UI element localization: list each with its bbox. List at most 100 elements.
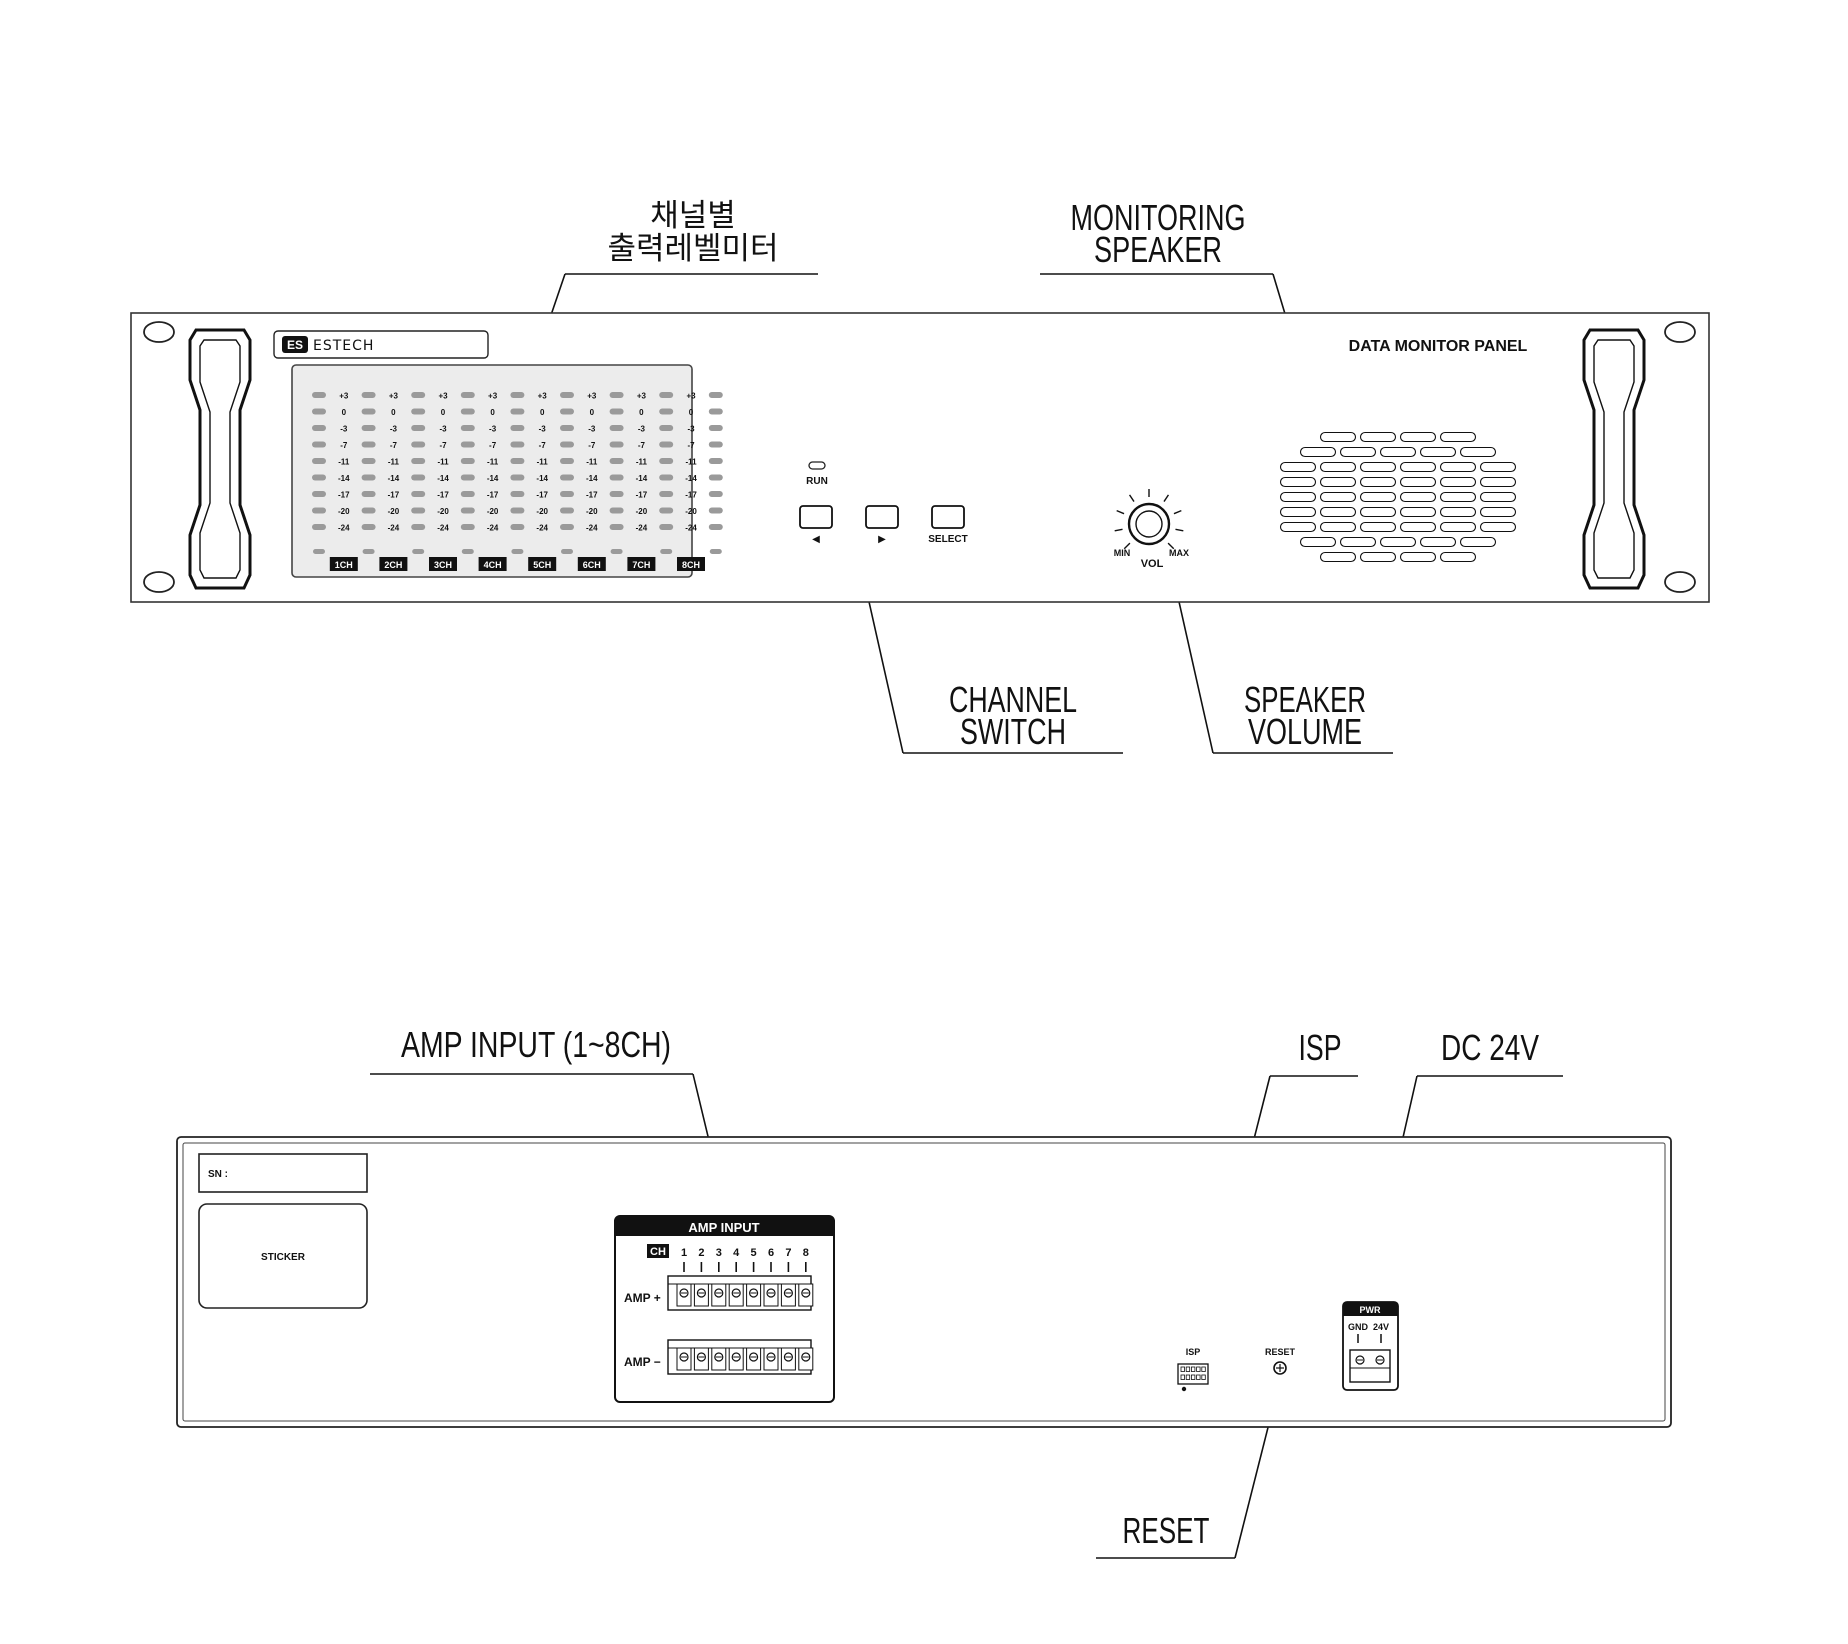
- meter-led: [312, 507, 326, 514]
- meter-led: [510, 474, 525, 481]
- meter-led: [510, 507, 525, 514]
- grille-slot: [1359, 491, 1397, 503]
- channel-tag: [478, 557, 507, 571]
- meter-led: [460, 408, 475, 415]
- grille-slot: [1479, 521, 1517, 533]
- grille-slot: [1479, 461, 1517, 473]
- isp-pin: [1196, 1366, 1201, 1372]
- grille-slot: [1399, 476, 1437, 488]
- meter-scale-label: -14: [685, 474, 697, 483]
- left-handle[interactable]: [188, 328, 252, 590]
- select-button[interactable]: [931, 505, 965, 529]
- mount-hole: [143, 571, 175, 593]
- reset-callout: RESET: [1123, 1510, 1210, 1551]
- grille-slot: [1439, 461, 1477, 473]
- meter-led: [659, 425, 674, 431]
- meter-scale-label: +3: [339, 392, 349, 401]
- volume-tick: [1175, 528, 1184, 532]
- amp-channel-number: 6: [768, 1247, 774, 1259]
- sticker-area: [198, 1203, 368, 1309]
- channel-tag-label: 5CH: [533, 560, 551, 570]
- grille-slot: [1399, 461, 1437, 473]
- meter-led: [560, 507, 574, 514]
- meter-scale-label: -7: [439, 441, 447, 450]
- isp-pin: [1185, 1366, 1191, 1372]
- meter-led: [708, 507, 723, 514]
- channel-indicator-led: [709, 549, 722, 554]
- channel-prev-button[interactable]: [799, 505, 833, 529]
- run-led: [808, 461, 826, 470]
- meter-led: [708, 474, 723, 481]
- meter-led: [312, 458, 326, 464]
- meter-led: [659, 408, 674, 415]
- grille-slot: [1399, 521, 1437, 533]
- meter-led: [560, 392, 574, 398]
- meter-scale-label: -24: [636, 524, 648, 533]
- meter-led: [411, 408, 426, 415]
- grille-slot: [1359, 431, 1397, 443]
- meter-led: [460, 474, 475, 481]
- meter-scale-label: -24: [338, 524, 350, 533]
- grille-slot: [1399, 506, 1437, 518]
- channel-tag: [577, 557, 606, 571]
- meter-led: [312, 392, 326, 398]
- isp-header-body[interactable]: [1177, 1363, 1209, 1385]
- pwr-title: PWR: [1360, 1305, 1381, 1315]
- isp-header[interactable]: [1177, 1363, 1209, 1385]
- meter-scale-label: 0: [639, 408, 644, 417]
- volume-tick: [1163, 494, 1170, 502]
- meter-led: [312, 474, 326, 481]
- volume-tick: [1116, 509, 1125, 515]
- meter-led: [312, 524, 326, 530]
- pwr-terminal[interactable]: [1349, 1349, 1391, 1383]
- meter-scale-label: -3: [390, 425, 398, 434]
- isp-label: ISP: [1186, 1347, 1201, 1357]
- volume-knob-cap: [1135, 510, 1163, 538]
- channel-indicator-led: [313, 549, 325, 554]
- meter-scale-label: -7: [489, 441, 497, 450]
- pwr-24v-label: 24V: [1373, 1322, 1389, 1332]
- meter-scale-label: -11: [487, 458, 499, 467]
- meter-scale-label: -20: [636, 507, 648, 516]
- grille-slot: [1319, 431, 1357, 443]
- channel-next-button[interactable]: [865, 505, 899, 529]
- isp-pin: [1180, 1374, 1185, 1380]
- channel-indicator-led: [660, 549, 673, 554]
- meter-scale-label: -7: [390, 441, 398, 450]
- meter-scale-label: -7: [588, 441, 596, 450]
- grille-slot: [1439, 551, 1477, 563]
- amp-channel-number: 7: [785, 1247, 791, 1259]
- meter-led: [560, 491, 574, 497]
- right-handle[interactable]: [1582, 328, 1646, 590]
- grille-slot: [1339, 446, 1377, 458]
- meter-led: [312, 491, 326, 497]
- meter-scale-label: -17: [338, 491, 350, 500]
- meter-scale-label: 0: [342, 408, 347, 417]
- volume-tick: [1123, 542, 1131, 550]
- select-label: SELECT: [928, 534, 967, 545]
- speaker-callout-line2: SPEAKER: [1094, 229, 1222, 270]
- meter-led: [609, 408, 624, 415]
- meter-scale-label: 0: [441, 408, 446, 417]
- meter-led: [312, 408, 326, 415]
- meter-scale-label: -17: [636, 491, 648, 500]
- run-label: RUN: [806, 476, 828, 487]
- grille-slot: [1439, 521, 1477, 533]
- meter-scale-label: -17: [487, 491, 499, 500]
- grille-slot: [1359, 551, 1397, 563]
- grille-slot: [1319, 521, 1357, 533]
- isp-pin: [1185, 1374, 1191, 1380]
- mount-hole: [1664, 571, 1696, 593]
- channel-indicator-led: [412, 549, 425, 554]
- meter-callout-line1: 채널별: [650, 198, 736, 234]
- meter-scale-label: -24: [536, 524, 548, 533]
- grille-slot: [1459, 446, 1497, 458]
- dc-callout: DC 24V: [1441, 1027, 1539, 1068]
- meter-scale-label: -24: [388, 524, 400, 533]
- grille-slot: [1399, 491, 1437, 503]
- meter-scale-label: -11: [437, 458, 449, 467]
- grille-slot: [1479, 491, 1517, 503]
- grille-slot: [1319, 476, 1357, 488]
- channel-indicator-led: [610, 549, 623, 554]
